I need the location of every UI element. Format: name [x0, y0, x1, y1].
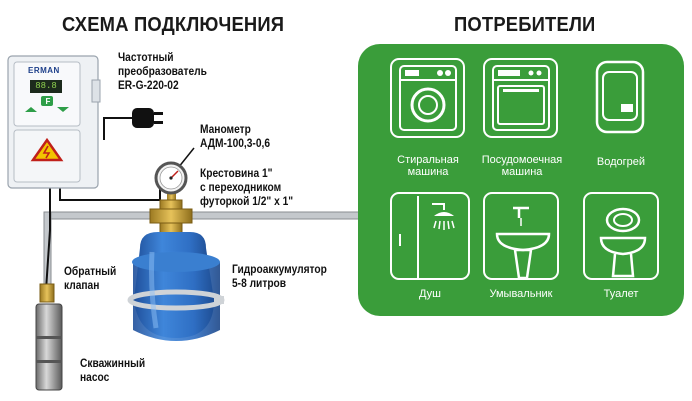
washbasin-tile — [483, 192, 559, 280]
manometer-label-line: АДМ-100,3-0,6 — [200, 136, 271, 150]
electrical-wires — [45, 117, 161, 291]
dishwasher-caption: Посудомоечная машина — [474, 154, 570, 178]
controller-label-line: ER-G-220-02 — [118, 78, 179, 92]
manometer-gauge — [154, 161, 188, 202]
caption-line: Водогрей — [596, 156, 646, 168]
check-valve-label: Обратный клапан — [64, 264, 116, 292]
cross-label: Крестовина 1" с переходником футоркой 1/… — [200, 166, 293, 208]
cross-label-line: футоркой 1/2" х 1" — [200, 194, 294, 208]
accumulator-label-line: Гидроаккумулятор — [232, 262, 327, 276]
caption-line: Посудомоечная — [481, 154, 563, 166]
caption-line: Умывальник — [489, 288, 553, 300]
washing-machine-caption: Стиральная машина — [383, 154, 473, 178]
controller-f-button: F — [45, 97, 51, 106]
check-valve-label-line: клапан — [64, 278, 100, 292]
consumers-panel: Стиральная машина Посудомоечная машина В… — [358, 44, 684, 316]
water-heater-icon — [595, 60, 645, 134]
frequency-converter — [7, 55, 101, 189]
controller-brand: ERMAN — [28, 66, 60, 75]
manometer-label: Манометр АДМ-100,3-0,6 — [200, 122, 270, 150]
pump-label: Скважинный насос — [80, 356, 145, 384]
cross-label-line: с переходником — [200, 180, 282, 194]
controller-label-line: преобразователь — [118, 64, 207, 78]
dishwasher-icon — [492, 65, 550, 131]
washbasin-icon — [495, 206, 551, 280]
dishwasher-tile — [483, 58, 558, 138]
caption-line: Душ — [418, 288, 442, 300]
water-heater-caption: Водогрей — [576, 156, 666, 168]
power-plug-icon — [132, 108, 163, 128]
shower-icon — [399, 196, 455, 280]
consumers-title: ПОТРЕБИТЕЛИ — [454, 14, 596, 36]
caption-line: машина — [407, 166, 449, 178]
caption-line: машина — [501, 166, 543, 178]
accumulator-tank — [127, 232, 225, 341]
check-valve-label-line: Обратный — [64, 264, 117, 278]
accumulator-label: Гидроаккумулятор 5-8 литров — [232, 262, 327, 290]
washing-machine-icon — [399, 65, 457, 131]
controller-label: Частотный преобразователь ER-G-220-02 — [118, 50, 207, 92]
scheme-title: СХЕМА ПОДКЛЮЧЕНИЯ — [62, 14, 285, 36]
caption-line: Туалет — [603, 288, 639, 300]
check-valve — [39, 283, 55, 303]
pump-label-line: Скважинный — [80, 356, 146, 370]
washing-machine-tile — [390, 58, 465, 138]
cross-label-line: Крестовина 1" — [200, 166, 273, 180]
water-heater-tile — [583, 58, 658, 138]
pump-label-line: насос — [80, 370, 110, 384]
caption-line: Стиральная — [397, 154, 459, 166]
shower-tile — [390, 192, 470, 280]
cross-fitting — [149, 199, 193, 235]
toilet-tile — [583, 192, 659, 280]
toilet-icon — [599, 207, 647, 278]
accumulator-label-line: 5-8 литров — [232, 276, 287, 290]
borehole-pump — [35, 303, 63, 391]
manometer-label-line: Манометр — [200, 122, 251, 136]
shower-caption: Душ — [410, 288, 450, 300]
controller-label-line: Частотный — [118, 50, 174, 64]
toilet-caption: Туалет — [598, 288, 644, 300]
washbasin-caption: Умывальник — [476, 288, 566, 300]
controller-display: 88.8 — [30, 80, 62, 93]
